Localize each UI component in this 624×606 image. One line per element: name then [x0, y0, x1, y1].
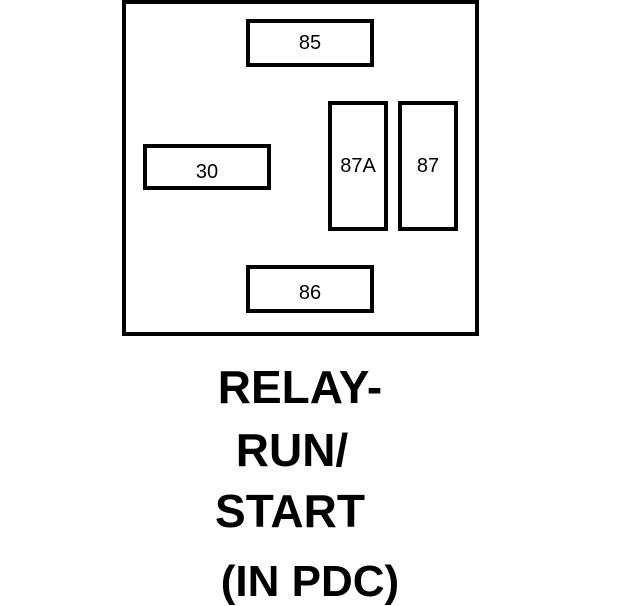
terminal-30: 30 — [143, 144, 271, 190]
caption-line-3: START — [215, 485, 365, 537]
terminal-87a: 87A — [328, 101, 388, 231]
caption-line-2: RUN/ — [235, 424, 349, 476]
terminal-86: 86 — [246, 265, 374, 313]
terminal-85-label: 85 — [298, 32, 322, 54]
terminal-87a-label: 87A — [340, 154, 376, 177]
caption-line-1: RELAY- — [217, 361, 383, 413]
terminal-86-label: 86 — [298, 282, 322, 304]
terminal-85: 85 — [246, 19, 374, 67]
caption-line-4: (IN PDC) — [220, 557, 400, 606]
terminal-87-label: 87 — [416, 154, 440, 177]
terminal-30-label: 30 — [195, 161, 219, 183]
terminal-87: 87 — [398, 101, 458, 231]
